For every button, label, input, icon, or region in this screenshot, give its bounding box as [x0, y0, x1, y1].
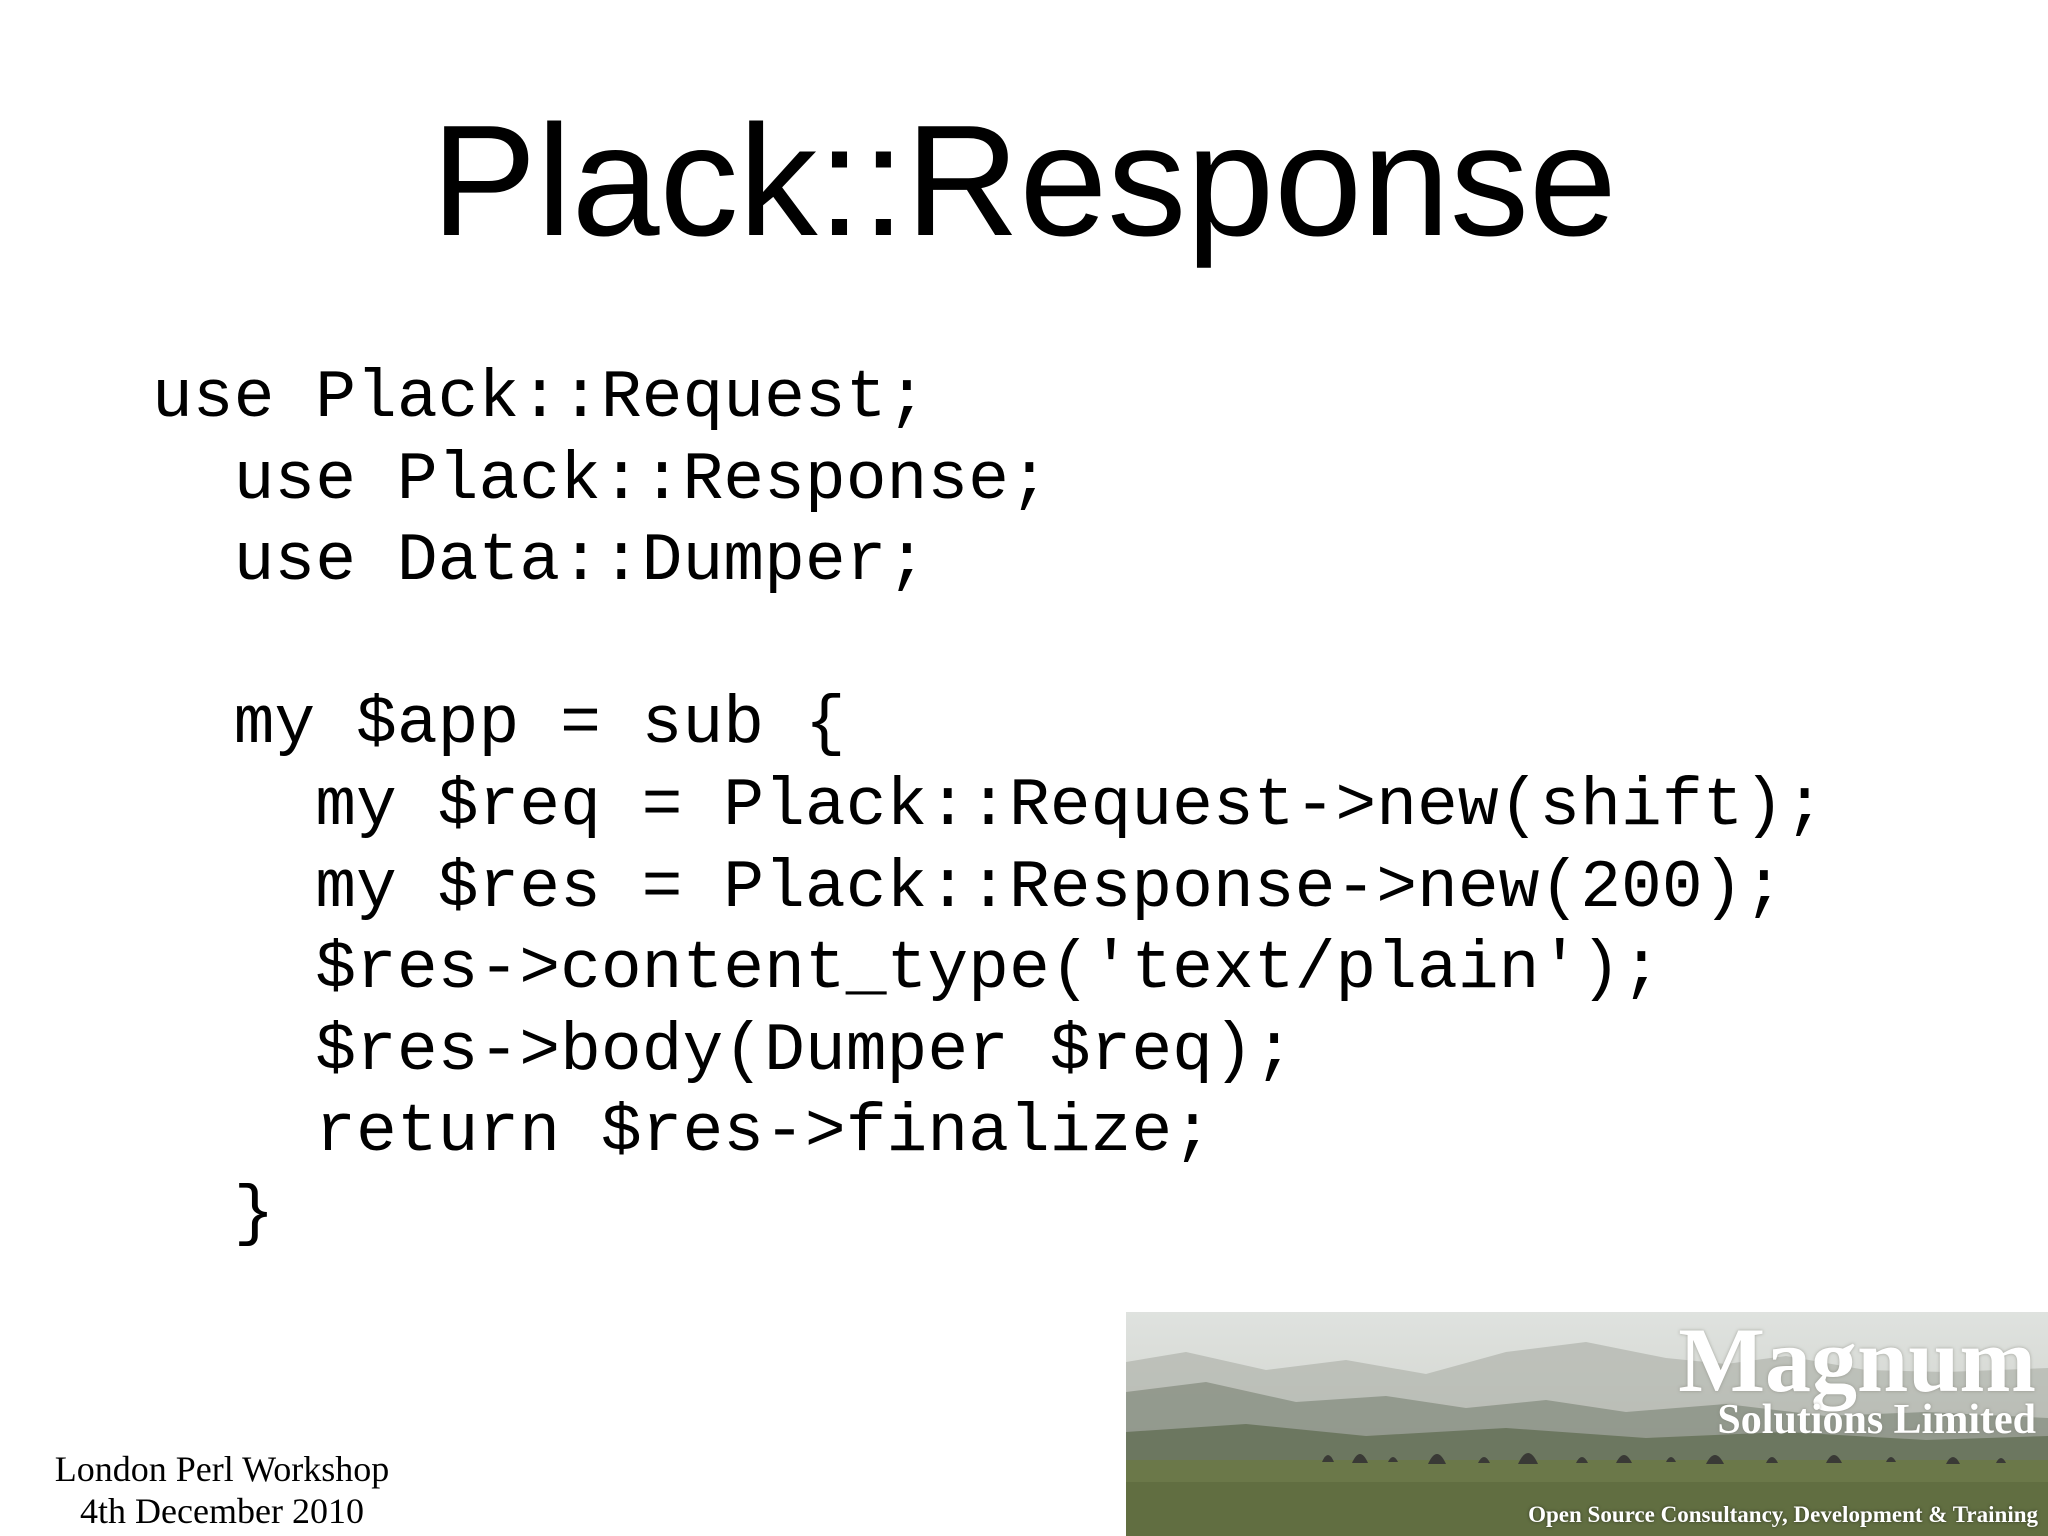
- code-line: use Data::Dumper;: [152, 523, 928, 601]
- code-line: $res->content_type('text/plain');: [152, 931, 1662, 1009]
- company-tagline: Open Source Consultancy, Development & T…: [1528, 1502, 2038, 1527]
- event-date: 4th December 2010: [80, 1491, 364, 1531]
- code-line: use Plack::Request;: [152, 360, 928, 437]
- code-line: return $res->finalize;: [152, 1094, 1213, 1172]
- code-line: my $app = sub {: [152, 686, 846, 764]
- code-line: $res->body(Dumper $req);: [152, 1012, 1295, 1090]
- slide-title: Plack::Response: [431, 93, 1617, 269]
- brand-subtitle: Solutions Limited: [1717, 1397, 2036, 1443]
- footer-event-info: London Perl Workshop 4th December 2010: [20, 1448, 424, 1532]
- code-line: use Plack::Response;: [152, 441, 1050, 519]
- brand-name: Magnum: [1678, 1312, 2036, 1411]
- code-line: my $res = Plack::Response->new(200);: [152, 849, 1785, 927]
- landscape-image: [1126, 1342, 2048, 1536]
- code-line: my $req = Plack::Request->new(shift);: [152, 767, 1826, 845]
- code-line: [152, 603, 1825, 685]
- event-name: London Perl Workshop: [54, 1449, 390, 1489]
- company-logo: Magnum Solutions Limited: [1678, 1312, 2036, 1443]
- code-line: }: [152, 1175, 275, 1253]
- company-banner: Magnum Solutions Limited Open Source Con…: [1126, 1312, 2048, 1536]
- code-block: use Plack::Request; use Plack::Response;…: [152, 358, 1825, 1256]
